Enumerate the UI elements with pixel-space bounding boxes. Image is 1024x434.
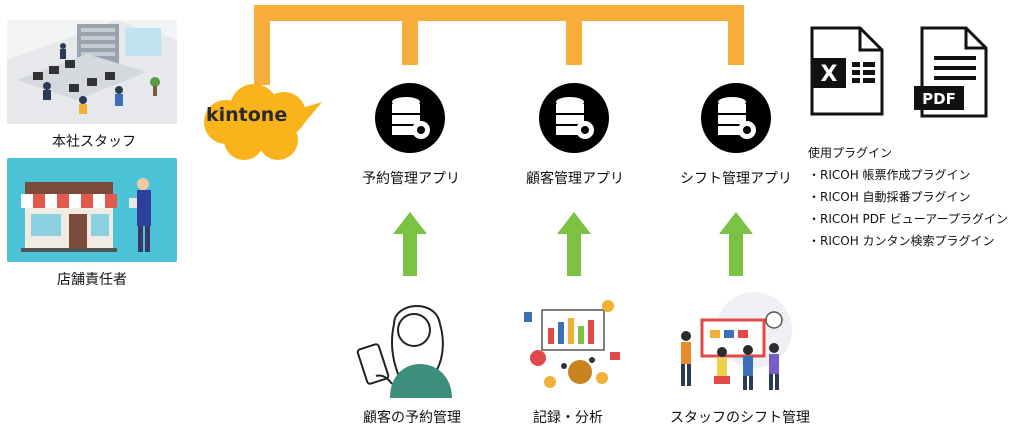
plugin-list: 使用プラグイン ・RICOH 帳票作成プラグイン ・RICOH 自動採番プラグイ… xyxy=(808,142,1008,252)
connector-bracket-app3 xyxy=(728,5,744,65)
source-label-reservation: 顧客の予約管理 xyxy=(363,410,461,426)
plugin-item: ・RICOH 自動採番プラグイン xyxy=(808,190,971,204)
plugin-item: ・RICOH カンタン検索プラグイン xyxy=(808,234,995,248)
app-label-shift: シフト管理アプリ xyxy=(680,171,792,187)
app-label-customer: 顧客管理アプリ xyxy=(526,171,624,187)
cloud-icon xyxy=(204,84,322,160)
hq-staff-illustration xyxy=(7,20,177,124)
connector-bracket-top xyxy=(254,5,744,21)
plugin-list-title: 使用プラグイン xyxy=(808,146,893,160)
kintone-cloud xyxy=(198,80,324,166)
database-gear-icon xyxy=(539,83,609,153)
analytics-illustration xyxy=(524,300,620,388)
app-label-reservation: 予約管理アプリ xyxy=(362,171,460,187)
up-arrow-icon xyxy=(393,212,427,276)
storefront-image xyxy=(7,158,177,262)
database-gear-icon xyxy=(375,83,445,153)
staff-shift-illustration xyxy=(681,292,792,390)
connector-bracket-left xyxy=(254,5,270,85)
pdf-file-icon: PDF xyxy=(914,26,988,118)
database-gear-icon xyxy=(701,83,771,153)
connector-bracket-app1 xyxy=(402,5,418,65)
store-manager-illustration xyxy=(7,158,177,262)
excel-letter: X xyxy=(821,62,838,87)
source-label-shift: スタッフのシフト管理 xyxy=(670,410,810,426)
store-manager-label: 店舗責任者 xyxy=(57,272,127,288)
woman-smartphone-illustration xyxy=(356,305,452,398)
plugin-item: ・RICOH 帳票作成プラグイン xyxy=(808,168,971,182)
plugin-item: ・RICOH PDF ビューアープラグイン xyxy=(808,212,1008,226)
up-arrow-icon xyxy=(557,212,591,276)
excel-file-icon: X xyxy=(810,26,884,116)
connector-bracket-app2 xyxy=(566,5,582,65)
pdf-text: PDF xyxy=(922,90,956,108)
up-arrow-icon xyxy=(719,212,753,276)
kintone-logo-text: kintone xyxy=(206,104,288,126)
office-scene-image xyxy=(7,20,177,124)
source-label-analysis: 記録・分析 xyxy=(533,410,603,426)
hq-staff-label: 本社スタッフ xyxy=(52,134,136,150)
